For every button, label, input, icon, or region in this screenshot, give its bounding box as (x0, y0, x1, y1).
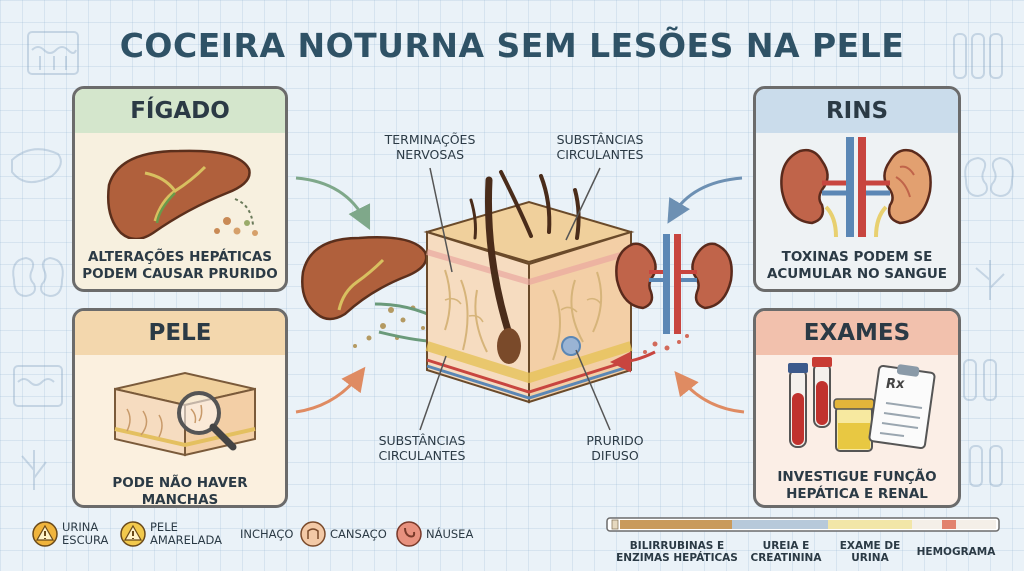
kidney-left-icon (780, 148, 829, 225)
fatigue-icon (300, 521, 326, 547)
circulating-particles (353, 305, 425, 348)
skin-cross-section-icon (423, 170, 635, 404)
bg-kidney-icon-left (12, 256, 64, 298)
magnifier-icon (177, 391, 221, 435)
label-circulating-substances-bottom: SUBSTÂNCIAS CIRCULANTES (362, 433, 482, 463)
kidneys-panel-text-line2: ACUMULAR NO SANGUE (766, 266, 948, 282)
bg-kidney-icon-right (964, 156, 1014, 198)
label-nerve-endings-line1: TERMINAÇÕES (384, 132, 476, 147)
label-circulating-substances-top: SUBSTÂNCIAS CIRCULANTES (540, 132, 660, 162)
tests-legend-bar (606, 517, 1000, 532)
label-nerve-endings: TERMINAÇÕES NERVOSAS (370, 132, 490, 162)
symptom-swelling: INCHAÇO (240, 521, 293, 547)
label-nerve-endings-line2: NERVOSAS (395, 147, 465, 162)
skin-panel-text: PODE NÃO HAVER MANCHAS (112, 475, 248, 508)
skin-panel: PELE PODE NÃO HAVER MANCHAS (72, 308, 288, 508)
label-circulating-substances-top-line1: SUBSTÂNCIAS (556, 132, 644, 147)
rx-label: Rx (886, 377, 905, 392)
liver-panel: FÍGADO ALTERAÇÕES HEPÁTICAS PODEM CAUSAR… (72, 86, 288, 292)
bg-vessel-icon-right (975, 260, 1005, 300)
liver-illustration (107, 149, 258, 239)
bg-liver-icon-left (11, 148, 62, 183)
warning-icon (32, 521, 58, 547)
symptom-fatigue-label: CANSAÇO (330, 527, 387, 541)
liver-icon (107, 149, 251, 239)
symptom-swelling-label: INCHAÇO (240, 527, 294, 541)
kidneys-panel: RINS TOXINAS PODEM SE ACUMULAR NO SANGUE (753, 86, 961, 292)
exams-panel: EXAMES Rx INVESTIGUE FUNÇÃO HEPÁTICA E R… (753, 308, 961, 508)
liver-panel-heading: FÍGADO (75, 89, 285, 133)
kidneys-panel-heading: RINS (756, 89, 958, 133)
exams-panel-text-line1: INVESTIGUE FUNÇÃO (777, 469, 937, 485)
page-title: COCEIRA NOTURNA SEM LESÕES NA PELE (119, 26, 905, 65)
label-circulating-substances-top-line2: CIRCULANTES (556, 147, 644, 162)
test-tubes-icon (788, 357, 832, 448)
bg-vessel-icon-left (21, 450, 47, 490)
liver-panel-text-line1: ALTERAÇÕES HEPÁTICAS (87, 249, 272, 265)
arrow-skin-panel-to-skin (295, 366, 366, 414)
legend-swatch-kidney-tests (732, 520, 828, 529)
arrow-liver-to-skin (295, 176, 371, 231)
bg-test-tubes-icon-top-right (953, 33, 1003, 79)
kidney-right-icon (883, 148, 932, 225)
symptom-nausea-label: NÁUSEA (426, 527, 474, 541)
legend-label-blood-count: HEMOGRAMA (916, 546, 996, 558)
bg-skin-icon-left-low (13, 365, 63, 407)
symptom-nausea: NÁUSEA (396, 521, 473, 547)
symptom-fatigue: CANSAÇO (300, 521, 387, 547)
exams-illustration (788, 357, 936, 452)
center-kidney-right-icon (691, 242, 733, 310)
stomach-icon (396, 521, 422, 547)
liver-panel-text-line2: PODEM CAUSAR PRURIDO (82, 266, 278, 282)
exams-panel-text-line2: HEPÁTICA E RENAL (786, 486, 928, 502)
clipboard-icon (868, 364, 936, 450)
label-diffuse-itch-line1: PRURIDO (586, 433, 644, 448)
label-diffuse-itch-line2: DIFUSO (591, 448, 639, 463)
legend-swatch-urine-test (828, 520, 912, 529)
exams-panel-heading: EXAMES (756, 311, 958, 355)
skin-block-illustration (114, 371, 256, 457)
arrow-exams-to-skin (674, 370, 745, 414)
central-illustration (301, 170, 733, 404)
skin-panel-heading: PELE (75, 311, 285, 355)
kidneys-panel-text-line1: TOXINAS PODEM SE (781, 249, 933, 265)
center-kidney-left-icon (615, 242, 657, 310)
legend-swatch-liver-tests (620, 520, 732, 529)
label-diffuse-itch: PRURIDO DIFUSO (570, 433, 660, 463)
bg-test-tubes-icon-right-low (963, 359, 1003, 487)
urine-cup-icon (833, 398, 875, 452)
kidneys-illustration (780, 137, 932, 237)
arrow-kidneys-to-skin (667, 176, 743, 224)
label-circulating-substances-bottom-line1: SUBSTÂNCIAS (378, 433, 466, 448)
bg-skin-icon-top-left (27, 31, 79, 75)
warning-icon (120, 521, 146, 547)
label-circulating-substances-bottom-line2: CIRCULANTES (378, 448, 466, 463)
